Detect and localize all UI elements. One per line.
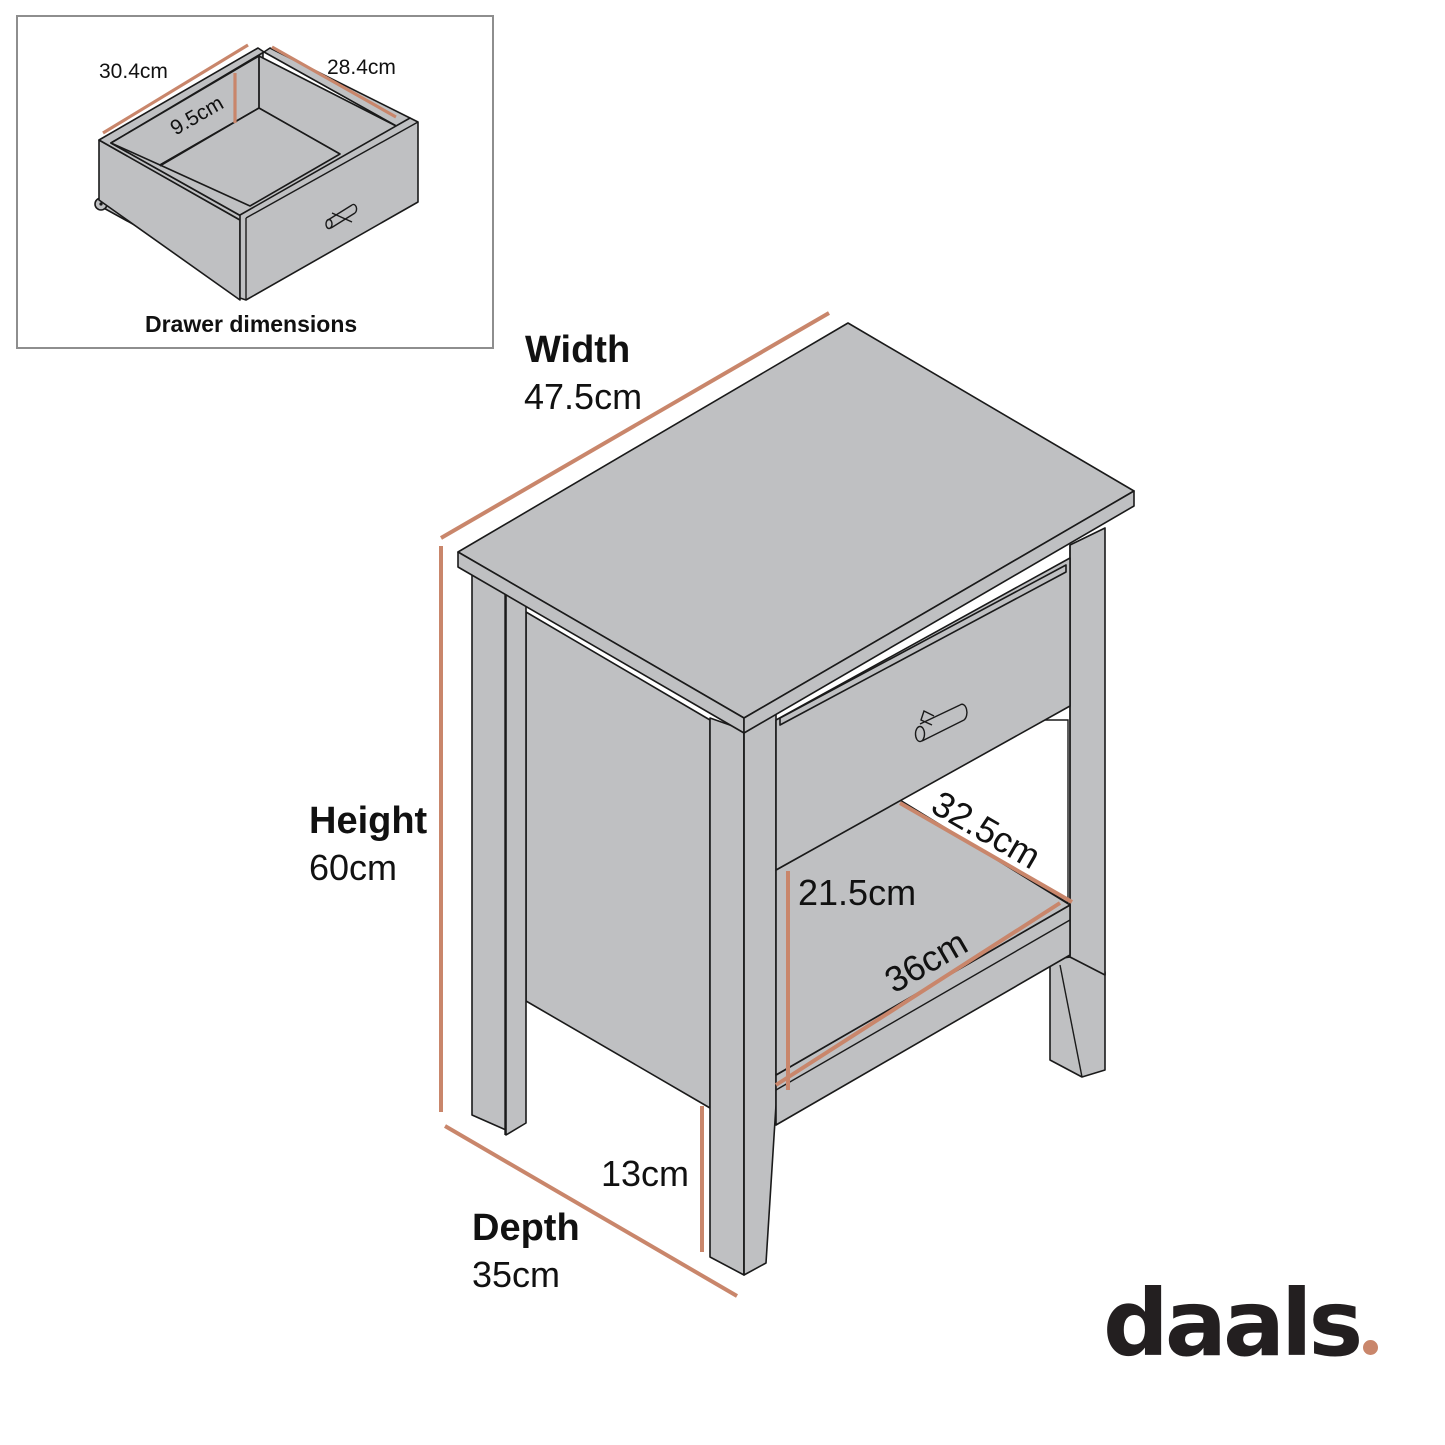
depth-title: Depth: [472, 1207, 580, 1249]
brand-dot-icon: [1363, 1340, 1379, 1355]
drawer-dimensions-inset: [16, 15, 494, 349]
height-title: Height: [309, 800, 428, 842]
height-value: 60cm: [309, 847, 398, 888]
brand-name: daals: [1103, 1270, 1363, 1377]
depth-value: 35cm: [472, 1254, 561, 1295]
drawer-illustration: [94, 43, 419, 301]
table-drawer-handle-icon: [914, 703, 968, 743]
width-title: Width: [525, 329, 631, 371]
drawer-width-label: 28.4cm: [327, 56, 396, 79]
leg-clearance-label: 13cm: [601, 1153, 690, 1194]
shelf-opening-height-label: 21.5cm: [798, 872, 917, 913]
drawer-depth-label: 30.4cm: [99, 60, 168, 83]
dimension-lines: [439, 311, 1073, 1298]
inset-caption: Drawer dimensions: [145, 311, 358, 337]
brand-logo: daals: [1103, 1278, 1379, 1370]
width-value: 47.5cm: [524, 376, 643, 417]
drawer-handle-icon: [325, 203, 358, 230]
table-illustration: [457, 322, 1135, 1276]
